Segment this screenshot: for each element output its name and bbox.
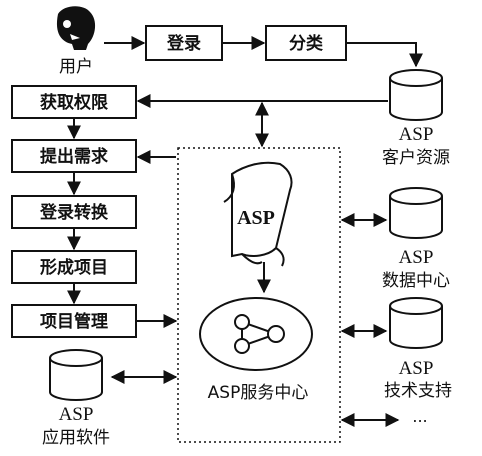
arrow-classify-to-customer	[346, 42, 423, 68]
app-software-db-icon	[49, 349, 103, 401]
classify-box	[265, 25, 347, 61]
step-box-1	[11, 85, 137, 119]
customer-line1: ASP	[399, 124, 434, 145]
service-center-region	[177, 147, 341, 443]
app-line2: 应用软件	[42, 428, 110, 448]
data-line2: 数据中心	[382, 271, 450, 291]
user-head-icon	[56, 6, 96, 51]
data-line1: ASP	[399, 247, 434, 268]
login-box	[145, 25, 223, 61]
step-box-4	[11, 250, 137, 284]
step-box-3	[11, 195, 137, 229]
left-flow: 获取权限 提出需求 登录转换 形成项目 项目管理	[11, 85, 137, 338]
step-label-1: 获取权限	[40, 92, 108, 113]
user-label: 用户	[59, 57, 93, 77]
scroll-label: ASP	[237, 207, 275, 229]
more-ellipsis: ...	[412, 407, 427, 426]
step-label-5: 项目管理	[40, 311, 108, 332]
step-box-5	[11, 304, 137, 338]
service-center-label: ASP服务中心	[208, 383, 309, 403]
step-label-3: 登录转换	[39, 202, 109, 223]
customer-line2: 客户资源	[382, 148, 450, 168]
data-center-db-icon	[389, 187, 443, 239]
classify-label: 分类	[289, 33, 324, 54]
scroll-icon	[223, 161, 293, 267]
service-center-ellipse	[199, 297, 313, 371]
app-line1: ASP	[59, 404, 94, 425]
step-label-2: 提出需求	[40, 146, 108, 167]
step-box-2	[11, 139, 137, 173]
customer-db-icon	[389, 69, 443, 121]
login-label: 登录	[166, 33, 201, 54]
step-label-4: 形成项目	[40, 257, 108, 278]
tech-support-db-icon	[389, 297, 443, 349]
tech-line2: 技术支持	[384, 381, 452, 401]
network-icon	[234, 314, 285, 354]
tech-line1: ASP	[399, 358, 434, 379]
